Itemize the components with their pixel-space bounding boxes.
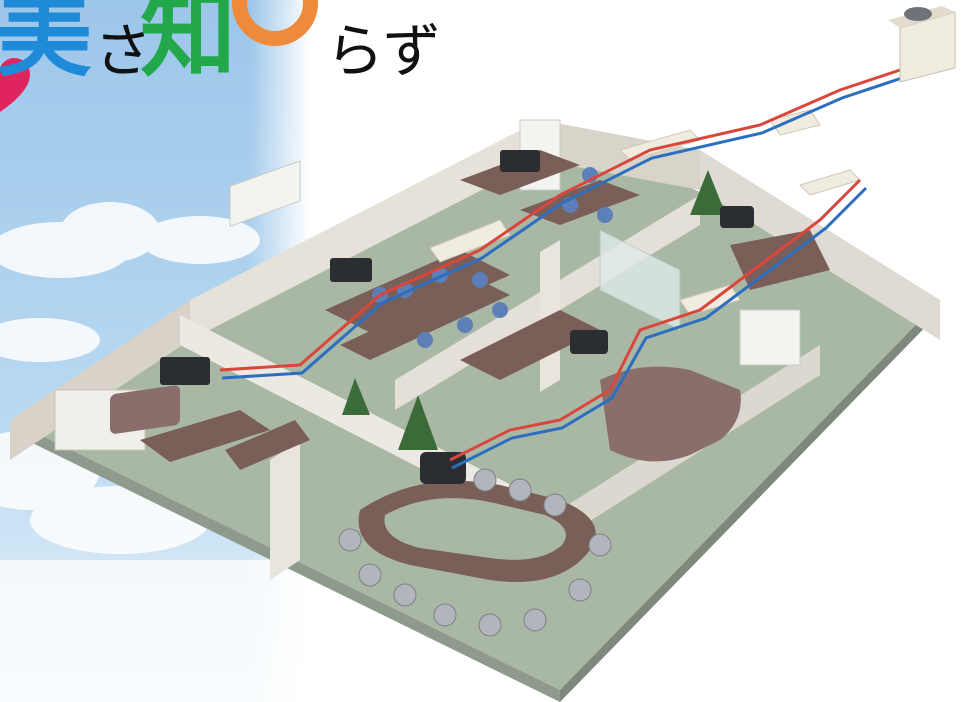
headline-char-4: らず — [326, 17, 441, 85]
office-floor-illustration — [10, 6, 956, 702]
headline-char-2: さ — [94, 17, 153, 85]
floor-slab — [10, 120, 940, 690]
office-chairs — [338, 468, 612, 637]
outdoor-ac-unit — [888, 6, 956, 83]
ring-circle-icon — [232, 0, 318, 46]
right-wall — [700, 150, 940, 340]
conference-table — [358, 480, 596, 582]
back-wall — [190, 120, 540, 340]
bookshelf — [739, 309, 801, 366]
heart-icon — [0, 58, 30, 112]
ac-indoor-units — [160, 150, 754, 484]
headline-char-3: 知 — [140, 0, 236, 90]
sofa-set — [110, 366, 741, 462]
right-back-wall — [540, 120, 700, 190]
glass-partition — [599, 229, 681, 331]
headline: 美 さ 知 らず — [0, 0, 460, 122]
headline-char-1: 美 — [0, 0, 92, 90]
refrigerant-pipes — [219, 68, 903, 470]
partition-wall — [270, 440, 300, 580]
plant — [342, 170, 726, 450]
bookshelf — [229, 160, 301, 227]
floor-edge-right — [560, 300, 940, 702]
